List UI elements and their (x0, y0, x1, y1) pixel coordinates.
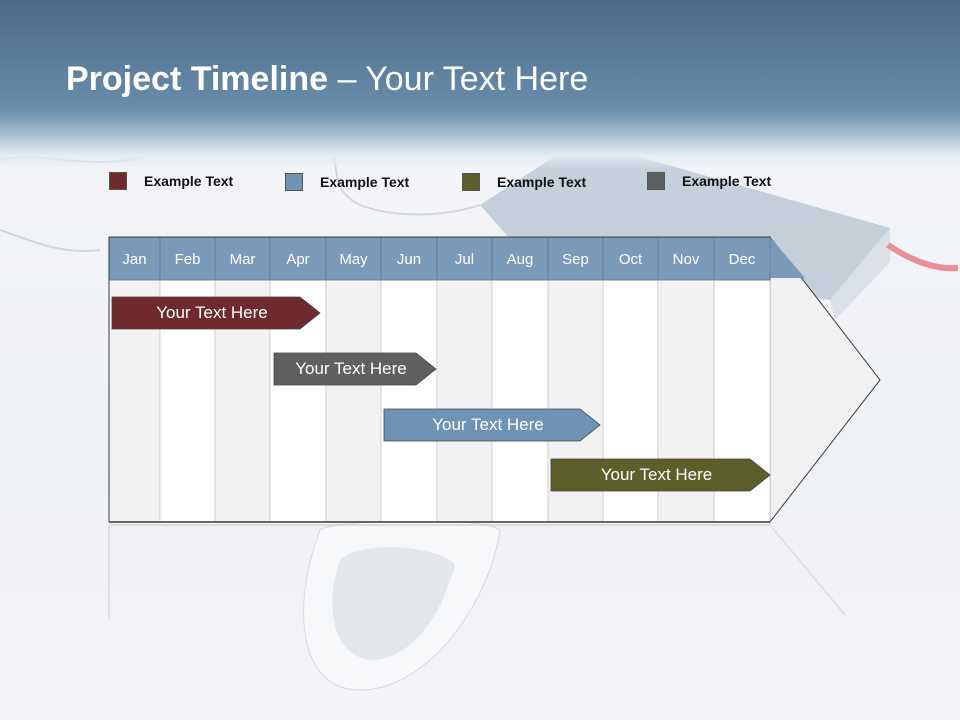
legend-swatch (285, 173, 303, 191)
legend-swatch (647, 172, 665, 190)
month-label: Feb (175, 251, 201, 268)
task-bar-3 (383, 408, 601, 442)
month-label: Mar (230, 251, 256, 268)
timeline-arrow-head (769, 235, 881, 524)
month-header-feb (159, 236, 216, 281)
month-label: Jul (455, 251, 474, 268)
legend-item-4: Example Text (647, 170, 771, 192)
month-header-dec (713, 236, 771, 281)
month-label: Jun (397, 251, 421, 268)
legend-label: Example Text (144, 173, 234, 189)
legend-swatch (462, 173, 480, 191)
task-bar-1 (111, 296, 321, 330)
mouse-reflection (303, 520, 501, 691)
slide-title: Project Timeline – Your Text Here (66, 60, 588, 99)
legend-label: Example Text (497, 174, 587, 190)
legend-item-3: Example Text (462, 171, 586, 193)
month-label: May (339, 251, 368, 268)
month-label: Sep (562, 251, 589, 268)
title-rest: – Your Text Here (328, 60, 589, 98)
month-header-mar (214, 236, 271, 281)
month-header-jan (108, 236, 161, 281)
header-band (0, 0, 960, 170)
month-column-aug (491, 279, 549, 523)
task-bar-2 (273, 352, 437, 386)
month-label: Nov (673, 251, 700, 268)
month-header-tip (770, 237, 805, 278)
month-column-jun (380, 279, 438, 523)
legend-item-2: Example Text (285, 171, 409, 193)
month-header-apr (269, 236, 327, 281)
month-label: Jan (122, 251, 146, 268)
legend-swatch (109, 172, 127, 190)
chart-reflection (108, 524, 846, 620)
month-header-jul (436, 236, 493, 281)
legend-label: Example Text (320, 174, 410, 190)
month-label: Dec (729, 251, 756, 268)
month-label: Oct (619, 251, 643, 268)
month-header-may (325, 236, 382, 281)
month-column-jul (436, 279, 493, 523)
month-label: Aug (507, 251, 534, 268)
legend-item-1: Example Text (109, 170, 233, 192)
task-bar-4 (550, 458, 771, 492)
legend-label: Example Text (682, 173, 772, 189)
month-column-may (325, 279, 382, 523)
month-label: Apr (286, 251, 309, 268)
title-bold: Project Timeline (66, 60, 329, 98)
month-header-jun (380, 236, 438, 281)
